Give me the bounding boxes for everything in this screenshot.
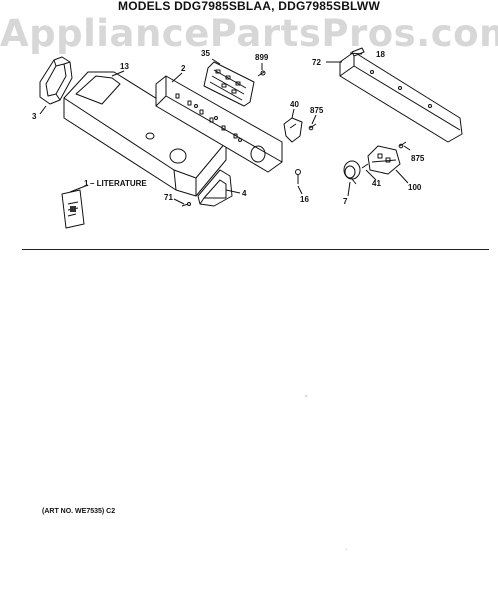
switch-housing-part — [367, 145, 401, 175]
knob-part — [283, 117, 303, 143]
label-875-lower: 875 — [411, 154, 425, 163]
exploded-parts-diagram: 13 2 35 899 18 72 3 40 875 875 1 – LITER… — [32, 47, 463, 229]
scan-speck: ˇ — [305, 396, 308, 403]
circuit-board-part — [203, 61, 255, 107]
label-100: 100 — [408, 183, 422, 192]
selector-knob-part — [343, 160, 361, 185]
label-2: 2 — [181, 64, 186, 73]
diagram-title: MODELS DDG7985SBLAA, DDG7985SBLWW — [118, 0, 380, 13]
label-71: 71 — [164, 193, 173, 202]
label-899: 899 — [255, 53, 269, 62]
label-18: 18 — [376, 50, 385, 59]
label-literature: – LITERATURE — [90, 179, 147, 188]
screw-16-part — [295, 169, 301, 184]
shaft-41-part — [361, 163, 369, 169]
label-3: 3 — [32, 112, 37, 121]
end-cap-right-part — [197, 169, 233, 207]
end-cap-left-part — [39, 56, 73, 105]
label-40: 40 — [290, 100, 299, 109]
screw-875-upper-part — [308, 123, 317, 131]
label-41: 41 — [372, 179, 381, 188]
art-number: (ART NO. WE7535) C2 — [42, 508, 116, 515]
label-4: 4 — [242, 189, 247, 198]
screw-899-part — [257, 70, 266, 77]
label-1: 1 — [84, 179, 89, 188]
back-panel-frame-part — [155, 75, 283, 173]
divider-line — [22, 249, 489, 250]
label-7: 7 — [343, 197, 348, 206]
clip-18-part — [351, 47, 365, 57]
bracket-part — [339, 51, 463, 143]
label-72: 72 — [312, 58, 321, 67]
screw-875-lower-part — [398, 141, 407, 149]
literature-booklet-part — [61, 189, 85, 229]
label-13: 13 — [120, 62, 129, 71]
control-panel-part — [63, 71, 227, 197]
label-16: 16 — [300, 195, 309, 204]
label-35: 35 — [201, 49, 210, 58]
label-875-upper: 875 — [310, 106, 324, 115]
scan-speck: · — [345, 546, 348, 553]
screw-71-part — [181, 202, 191, 207]
